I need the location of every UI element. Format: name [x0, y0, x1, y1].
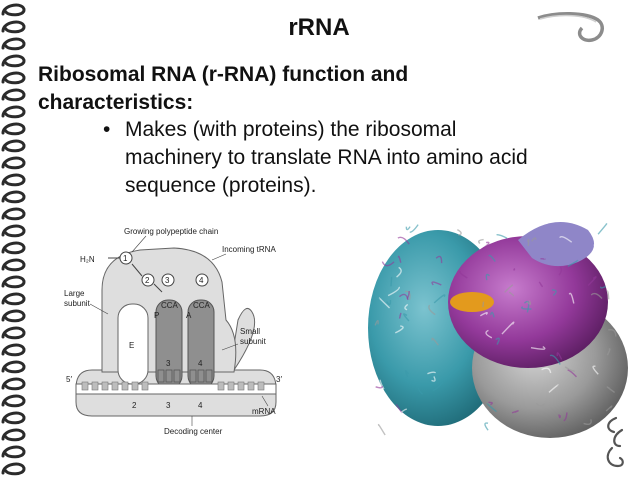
label-large-subunit: Large [64, 289, 85, 298]
label-cca: CCA [193, 301, 211, 310]
polypeptide-chain [108, 257, 163, 293]
label-p-site: P [154, 311, 159, 320]
decorative-curl [606, 416, 624, 468]
label-number: 3 [165, 276, 170, 285]
label-number: 4 [198, 401, 203, 410]
label-small-subunit: Small [240, 327, 260, 336]
heading-line: characteristics: [38, 91, 194, 114]
bullet-line: sequence (proteins). [125, 174, 317, 197]
heading-line: Ribosomal RNA (r-RNA) function and [38, 63, 409, 86]
decorative-swirl [537, 12, 604, 43]
structure-lavender-region [518, 222, 595, 267]
label-h2n: H₂N [80, 255, 95, 264]
spiral-binding [1, 3, 26, 476]
bullet-line: Makes (with proteins) the ribosomal [125, 118, 457, 141]
ribosome-structure-image [368, 222, 628, 438]
label-growing-chain: Growing polypeptide chain [124, 227, 218, 236]
label-three-prime: 3′ [276, 375, 282, 384]
ribosome-diagram: Growing polypeptide chain H₂N Incoming t… [64, 227, 282, 436]
label-number: 3 [166, 359, 171, 368]
slide-title: rRNA [288, 14, 350, 41]
label-number: 4 [198, 359, 203, 368]
label-cca: CCA [161, 301, 179, 310]
structure-orange-region [450, 292, 494, 312]
label-number: 1 [123, 254, 128, 263]
label-e-site: E [129, 341, 134, 350]
bullet-line: machinery to translate RNA into amino ac… [125, 146, 528, 169]
label-number: 3 [166, 401, 171, 410]
label-large-subunit: subunit [64, 299, 91, 308]
label-number: 2 [145, 276, 150, 285]
bullet-text: Makes (with proteins) the ribosomal mach… [125, 116, 625, 200]
label-mrna: mRNA [252, 407, 276, 416]
label-small-subunit: subunit [240, 337, 267, 346]
label-incoming-trna: Incoming tRNA [222, 245, 276, 254]
label-a-site: A [186, 311, 192, 320]
label-five-prime: 5′ [66, 375, 72, 384]
label-number: 4 [199, 276, 204, 285]
slide-heading: Ribosomal RNA (r-RNA) function and chara… [38, 61, 508, 117]
label-number: 2 [132, 401, 137, 410]
bullet-marker: • [103, 118, 111, 141]
mrna-strand [75, 383, 277, 395]
label-decoding-center: Decoding center [164, 427, 223, 436]
